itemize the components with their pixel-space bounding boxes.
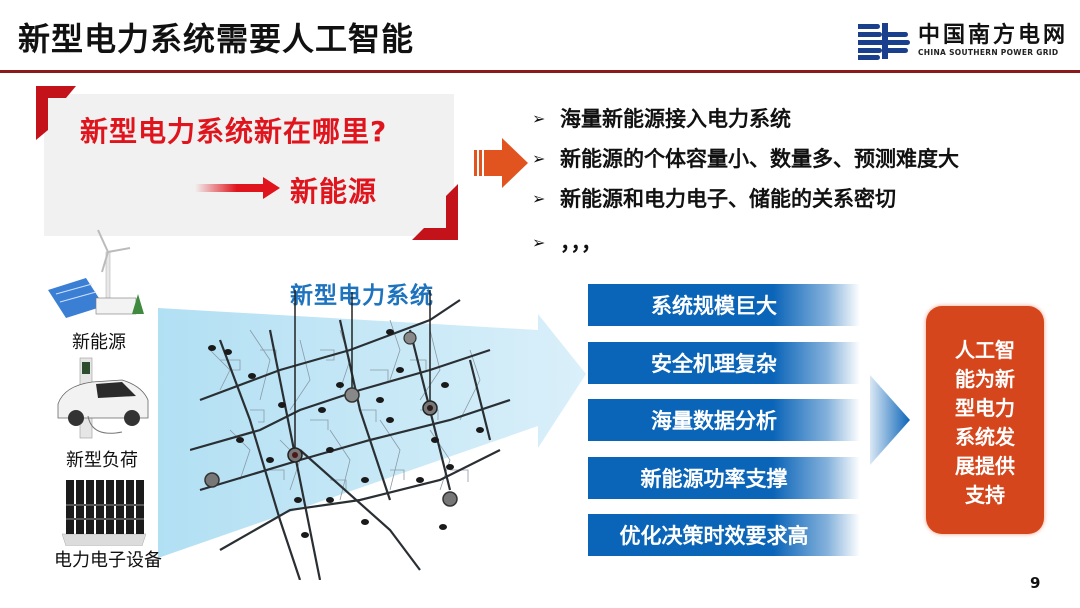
red-arrow-icon <box>195 177 280 199</box>
header-divider <box>0 70 1080 73</box>
page-number: 9 <box>1030 574 1041 592</box>
bullet-item: ➢新能源的个体容量小、数量多、预测难度大 <box>532 147 959 171</box>
bullet-item: ➢海量新能源接入电力系统 <box>532 107 791 131</box>
grid-logo-icon <box>858 20 910 60</box>
challenge-item: 安全机理复杂 <box>588 341 860 384</box>
challenge-item: 系统规模巨大 <box>588 284 860 326</box>
blue-chevron-icon <box>870 375 910 465</box>
logo-english: CHINA SOUTHERN POWER GRID <box>918 47 1059 57</box>
corner-bracket-bottom-right-icon <box>412 184 458 240</box>
logo-chinese: 中国南方电网 <box>918 22 1069 48</box>
electric-vehicle-icon <box>57 357 149 439</box>
input-label-power-electronics: 电力电子设备 <box>54 550 162 571</box>
corner-bracket-top-left-icon <box>36 86 76 140</box>
question-text: 新型电力系统新在哪里? <box>80 115 388 148</box>
orange-arrow-icon <box>474 138 528 188</box>
answer-text: 新能源 <box>290 175 378 208</box>
input-label-renewable: 新能源 <box>72 332 126 353</box>
battery-storage-icon <box>62 480 146 546</box>
flow-band <box>158 308 586 558</box>
power-grid-map <box>190 290 511 580</box>
bullet-item: ➢新能源和电力电子、储能的关系密切 <box>532 187 896 211</box>
question-box <box>44 94 454 236</box>
conclusion-box: 人工智 能为新 型电力 系统发 展提供 支持 <box>926 306 1044 534</box>
input-label-new-load: 新型负荷 <box>66 450 138 471</box>
renewable-energy-icon <box>48 229 144 318</box>
challenge-item: 优化决策时效要求高 <box>588 514 860 556</box>
bullet-list: ➢海量新能源接入电力系统 ➢新能源的个体容量小、数量多、预测难度大 ➢新能源和电… <box>532 98 959 262</box>
map-title: 新型电力系统 <box>290 283 434 309</box>
challenge-item: 新能源功率支撑 <box>588 456 860 499</box>
company-logo: 中国南方电网 CHINA SOUTHERN POWER GRID <box>858 20 1068 60</box>
challenge-item: 海量数据分析 <box>588 399 860 441</box>
page-title: 新型电力系统需要人工智能 <box>18 20 415 58</box>
bullet-item: ➢，，， <box>532 231 602 255</box>
challenge-list: 系统规模巨大 安全机理复杂 海量数据分析 新能源功率支撑 优化决策时效要求高 <box>588 284 860 572</box>
